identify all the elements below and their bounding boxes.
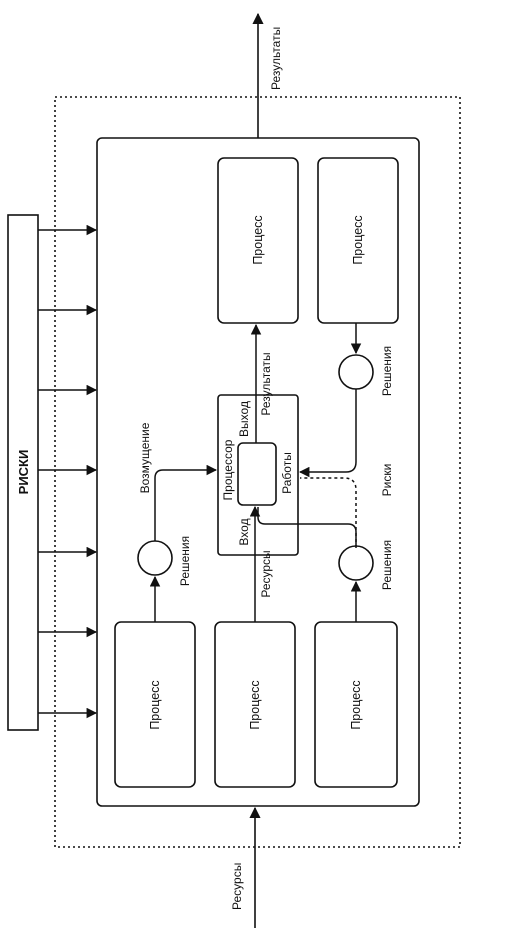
risk-arrows	[38, 224, 98, 719]
processor-core	[237, 442, 277, 506]
risks-label-inner: Риски	[380, 464, 394, 497]
processor-label: Процессор	[221, 439, 235, 500]
process-label: Процесс	[248, 680, 262, 729]
process-label: Процесс	[148, 680, 162, 729]
decisions-label-left: Решения	[178, 536, 192, 586]
process-label: Процесс	[351, 215, 365, 264]
input-label: Вход	[237, 518, 251, 545]
output-label: Выход	[237, 401, 251, 437]
system-boundary	[54, 96, 461, 848]
results-label-inner: Результаты	[259, 352, 273, 415]
connector-disturbance	[154, 464, 218, 541]
resources-label-bottom: Ресурсы	[230, 863, 244, 910]
resources-label-inner: Ресурсы	[259, 550, 273, 597]
connector-risks	[298, 389, 357, 478]
connectors	[149, 323, 362, 622]
process-box-top-right	[317, 157, 399, 324]
risks-bar-label: РИСКИ	[16, 450, 31, 495]
decision-circle-upper-right	[338, 354, 374, 390]
decision-circle-lower-right	[338, 545, 374, 581]
disturbance-label: Возмущение	[138, 422, 152, 493]
process-label: Процесс	[251, 215, 265, 264]
works-label: Работы	[280, 452, 294, 494]
decisions-label-upper-right: Решения	[380, 346, 394, 396]
decisions-label-lower-right: Решения	[380, 540, 394, 590]
process-label: Процесс	[349, 680, 363, 729]
risks-bar	[7, 214, 39, 731]
connector-dashed-branch	[300, 477, 357, 548]
results-label-top: Результаты	[269, 27, 283, 90]
process-box-top-middle	[217, 157, 299, 324]
decision-circle-left	[137, 540, 173, 576]
